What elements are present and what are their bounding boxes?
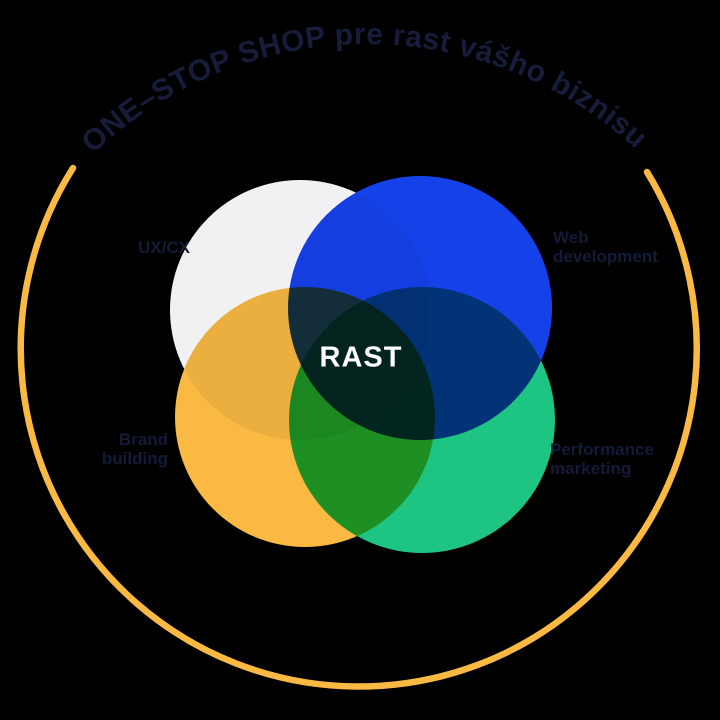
- label-brand-building: Brand building: [101, 430, 168, 469]
- label-performance-marketing: Performance marketing: [550, 440, 654, 479]
- label-web-development: Web development: [553, 228, 658, 267]
- circle-performance-marketing: [289, 287, 555, 553]
- outer-ring-arc: [17, 164, 700, 690]
- label-ux-cx: UX/CX: [138, 238, 190, 257]
- center-label-rast: RAST: [319, 341, 403, 374]
